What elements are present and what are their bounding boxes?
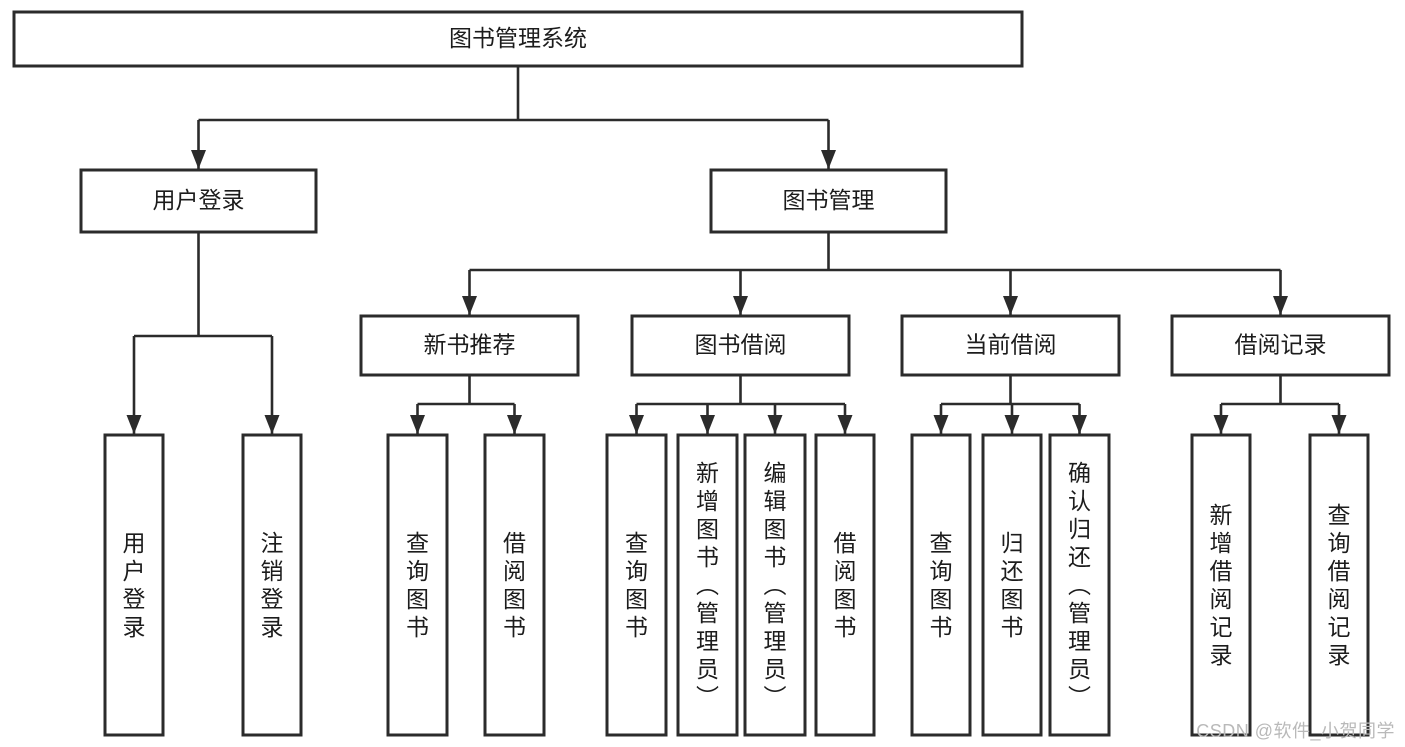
node-label: 借阅图书 (503, 530, 526, 640)
arrow-head (700, 415, 715, 434)
node-label: 归还图书 (1001, 530, 1024, 640)
node-leaf-borrow-book-2[interactable]: 借阅图书 (814, 433, 876, 737)
node-leaf-query-book-3[interactable]: 查询图书 (910, 433, 972, 737)
node-label: 图书管理系统 (449, 25, 587, 51)
arrow-head (1273, 296, 1288, 315)
node-label: 新增借阅记录 (1210, 502, 1233, 668)
node-box (12, 10, 1024, 68)
arrow-head (1331, 415, 1347, 434)
watermark-text: CSDN @软件_小贺同学 (1196, 721, 1395, 741)
node-box (814, 433, 876, 737)
node-label: 新书推荐 (424, 332, 516, 358)
node-leaf-query-borrow-record[interactable]: 查询借阅记录 (1308, 433, 1370, 737)
node-box (1170, 314, 1391, 377)
node-label: 查询图书 (930, 530, 953, 640)
node-label: 图书借阅 (695, 332, 787, 358)
node-leaf-borrow-book-1[interactable]: 借阅图书 (483, 433, 546, 737)
node-leaf-confirm-return-admin[interactable]: 确认归还︵管理员︶ (1048, 433, 1111, 737)
node-leaf-add-book-admin[interactable]: 新增图书︵管理员︶ (676, 433, 739, 737)
arrow-head (1072, 415, 1087, 434)
arrow-head (462, 296, 477, 315)
node-root[interactable]: 图书管理系统 (12, 10, 1024, 68)
node-label: 当前借阅 (965, 332, 1057, 358)
node-user-login[interactable]: 用户登录 (79, 168, 318, 234)
node-label: 编辑图书︵管理员︶ (764, 460, 787, 710)
arrow-head (264, 415, 280, 434)
node-layer: 图书管理系统用户登录图书管理新书推荐图书借阅当前借阅借阅记录用户登录注销登录查询… (12, 10, 1391, 737)
node-label: 用户登录 (153, 187, 245, 213)
node-book-borrow[interactable]: 图书借阅 (630, 314, 851, 377)
node-box (1048, 433, 1111, 737)
node-box (1308, 433, 1370, 737)
node-label: 注销登录 (261, 530, 284, 640)
node-box (483, 433, 546, 737)
node-label: 用户登录 (123, 530, 146, 640)
node-borrow-record[interactable]: 借阅记录 (1170, 314, 1391, 377)
arrow-head (191, 150, 206, 169)
arrow-head (1004, 415, 1020, 434)
connector-layer (126, 66, 1347, 434)
arrow-head (837, 415, 853, 434)
arrow-head (507, 415, 522, 434)
node-label: 新增图书︵管理员︶ (696, 460, 719, 710)
node-box (676, 433, 739, 737)
node-box (79, 168, 318, 234)
node-leaf-query-book-1[interactable]: 查询图书 (386, 433, 449, 737)
node-box (241, 433, 303, 737)
node-label: 查询借阅记录 (1328, 502, 1351, 668)
node-leaf-query-book-2[interactable]: 查询图书 (605, 433, 668, 737)
node-box (981, 433, 1043, 737)
node-label: 查询图书 (625, 530, 648, 640)
node-box (630, 314, 851, 377)
node-box (605, 433, 668, 737)
arrow-head (629, 415, 644, 434)
node-box (103, 433, 165, 737)
node-box (359, 314, 580, 377)
node-new-book-recommend[interactable]: 新书推荐 (359, 314, 580, 377)
arrow-head (933, 415, 949, 434)
arrow-head (821, 150, 836, 169)
node-leaf-edit-book-admin[interactable]: 编辑图书︵管理员︶ (743, 433, 807, 737)
node-box (1190, 433, 1252, 737)
arrow-head (126, 415, 142, 434)
node-leaf-add-borrow-record[interactable]: 新增借阅记录 (1190, 433, 1252, 737)
node-box (709, 168, 948, 234)
node-leaf-return-book[interactable]: 归还图书 (981, 433, 1043, 737)
node-box (900, 314, 1121, 377)
node-label: 借阅记录 (1235, 332, 1327, 358)
arrow-head (767, 415, 783, 434)
node-label: 借阅图书 (834, 530, 857, 640)
node-book-manage[interactable]: 图书管理 (709, 168, 948, 234)
arrow-head (1003, 296, 1018, 315)
arrow-head (1213, 415, 1229, 434)
node-box (743, 433, 807, 737)
node-box (386, 433, 449, 737)
node-leaf-user-login[interactable]: 用户登录 (103, 433, 165, 737)
node-leaf-user-logout[interactable]: 注销登录 (241, 433, 303, 737)
node-label: 查询图书 (406, 530, 429, 640)
arrow-head (410, 415, 425, 434)
arrow-head (733, 296, 748, 315)
node-box (910, 433, 972, 737)
node-label: 确认归还︵管理员︶ (1068, 460, 1091, 710)
node-current-borrow[interactable]: 当前借阅 (900, 314, 1121, 377)
node-label: 图书管理 (783, 187, 875, 213)
